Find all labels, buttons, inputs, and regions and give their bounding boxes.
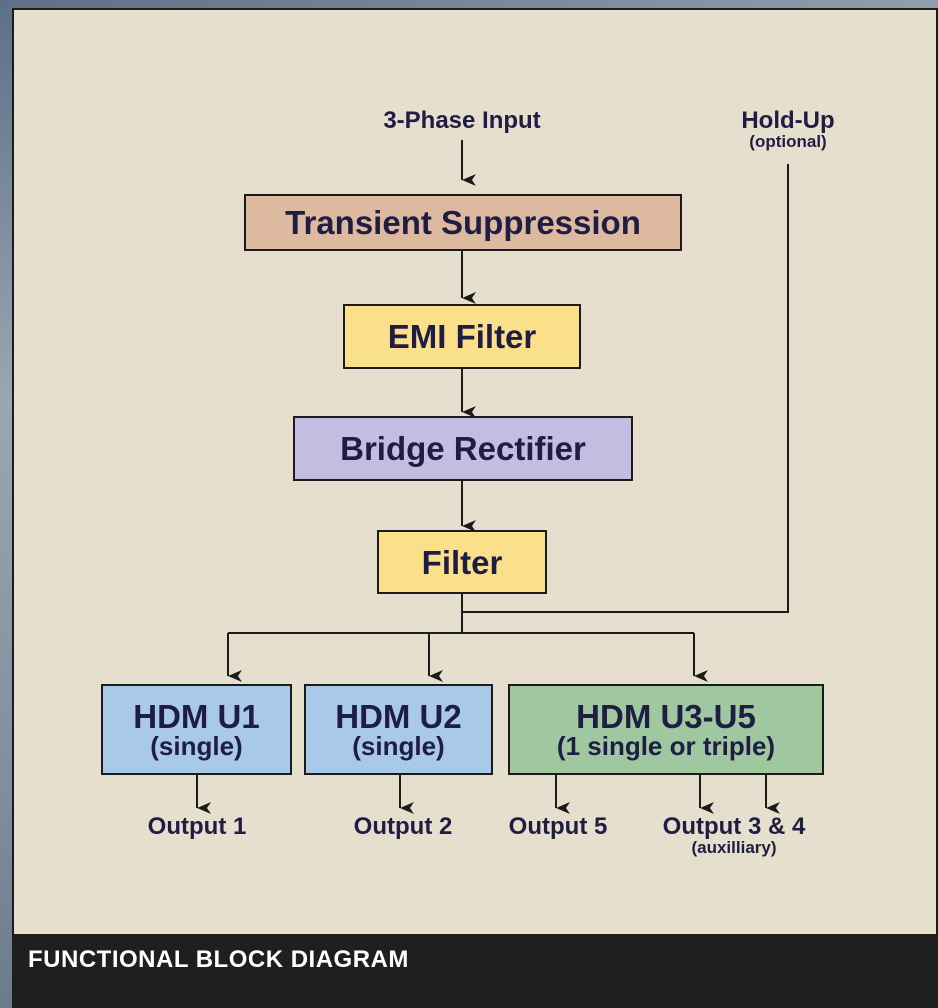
hdm-u1-title: HDM U1: [133, 698, 260, 735]
output-2-text: Output 2: [353, 813, 453, 840]
output-5-text: Output 5: [508, 813, 608, 840]
three-phase-input-text: 3-Phase Input: [383, 107, 541, 134]
hold-up-note: (optional): [749, 132, 827, 152]
output-3-4-text: Output 3 & 4: [662, 813, 806, 840]
emi-filter-label: EMI Filter: [387, 318, 537, 355]
filter-block: Filter: [377, 530, 547, 594]
bridge-rectifier-block: Bridge Rectifier: [293, 416, 633, 481]
transient-suppression-block: Transient Suppression: [244, 194, 682, 251]
footer-title: FUNCTIONAL BLOCK DIAGRAM: [28, 946, 409, 973]
footer-bar: FUNCTIONAL BLOCK DIAGRAM: [12, 936, 938, 1008]
hdm-u3-u5-subtitle: (1 single or triple): [556, 731, 776, 761]
filter-label: Filter: [421, 543, 503, 581]
line-holdup: [462, 164, 789, 613]
hdm-u2-block: HDM U2 (single): [304, 684, 493, 775]
output-1-text: Output 1: [147, 813, 247, 840]
output-5-label: Output 5: [478, 814, 638, 839]
hdm-u1-subtitle: (single): [150, 731, 243, 761]
hdm-u2-title: HDM U2: [335, 698, 462, 735]
three-phase-input-label: 3-Phase Input: [342, 108, 582, 133]
transient-suppression-label: Transient Suppression: [285, 204, 641, 241]
output-2-label: Output 2: [323, 814, 483, 839]
emi-filter-block: EMI Filter: [343, 304, 581, 369]
hold-up-label: Hold-Up (optional): [708, 108, 868, 152]
hdm-u2-subtitle: (single): [352, 731, 445, 761]
output-1-label: Output 1: [117, 814, 277, 839]
hdm-u1-block: HDM U1 (single): [101, 684, 292, 775]
bridge-rectifier-label: Bridge Rectifier: [340, 430, 586, 467]
hdm-u3-u5-title: HDM U3-U5: [576, 698, 756, 735]
output-3-4-label: Output 3 & 4 (auxilliary): [634, 814, 834, 858]
output-3-4-note: (auxilliary): [691, 838, 777, 858]
hdm-u3-u5-block: HDM U3-U5 (1 single or triple): [508, 684, 824, 775]
hold-up-text: Hold-Up: [741, 107, 835, 134]
